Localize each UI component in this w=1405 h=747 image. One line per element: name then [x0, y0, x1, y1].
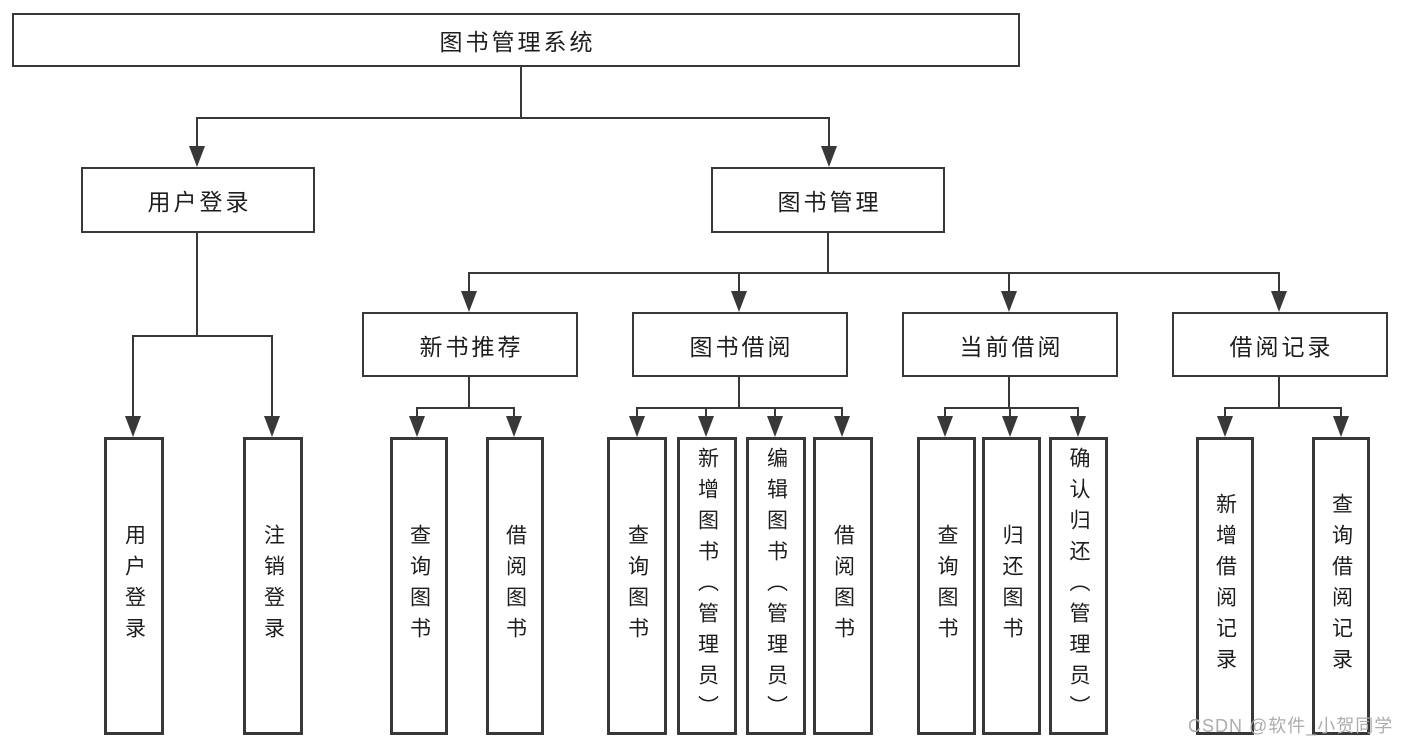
leaf-borrow-query-books: 查询图书 — [607, 437, 667, 735]
leaf-logout-label: 注销登录 — [261, 524, 285, 648]
leaf-borrow-borrow-books-label: 借阅图书 — [831, 524, 855, 648]
leaf-records-add-borrow-record-label: 新增借阅记录 — [1213, 493, 1237, 679]
leaf-recommend-query-books-label: 查询图书 — [407, 524, 431, 648]
leaf-current-return-books-label: 归还图书 — [1000, 524, 1023, 648]
connector-user-login-trunk — [196, 233, 198, 337]
arrowhead-down-icon — [821, 146, 837, 167]
connector-stem-user-login — [196, 117, 198, 148]
leaf-logout: 注销登录 — [243, 437, 303, 735]
node-current-borrow-label: 当前借阅 — [959, 333, 1064, 360]
connector-stem-book-management — [828, 117, 830, 148]
connector-borrow-trunk — [738, 377, 740, 409]
connector-stem-leaf — [416, 407, 418, 419]
connector-stem-leaf — [271, 335, 273, 417]
arrowhead-down-icon — [189, 146, 205, 167]
connector-current-trunk — [1008, 377, 1010, 409]
leaf-records-add-borrow-record: 新增借阅记录 — [1196, 437, 1254, 735]
connector-level3-hbar — [468, 272, 1280, 274]
leaf-borrow-add-books-admin: 新增图书（管理员） — [677, 437, 737, 735]
leaf-recommend-borrow-books-label: 借阅图书 — [503, 524, 527, 648]
connector-stem-leaf — [944, 407, 946, 419]
leaf-current-query-books: 查询图书 — [917, 437, 976, 735]
arrowhead-down-icon — [698, 416, 714, 437]
node-book-management: 图书管理 — [711, 167, 945, 233]
arrowhead-down-icon — [125, 416, 141, 437]
connector-stem-leaf — [132, 335, 134, 417]
leaf-borrow-edit-books-admin: 编辑图书（管理员） — [746, 437, 806, 735]
connector-stem-leaf — [841, 407, 843, 419]
arrowhead-down-icon — [1271, 291, 1287, 312]
leaf-records-query-borrow-record-label: 查询借阅记录 — [1329, 493, 1353, 679]
arrowhead-down-icon — [461, 291, 477, 312]
node-user-login: 用户登录 — [81, 167, 315, 233]
node-new-book-recommend: 新书推荐 — [362, 312, 578, 377]
arrowhead-down-icon — [1070, 416, 1086, 437]
node-book-borrow-label: 图书借阅 — [689, 333, 794, 360]
connector-stem-section — [468, 272, 470, 294]
node-user-login-label: 用户登录 — [147, 189, 252, 215]
leaf-current-confirm-return-admin-label: 确认归还（管理员） — [1067, 446, 1090, 726]
leaf-current-confirm-return-admin: 确认归还（管理员） — [1049, 437, 1108, 735]
connector-stem-section — [1008, 272, 1010, 294]
node-root: 图书管理系统 — [12, 13, 1020, 67]
leaf-borrow-borrow-books: 借阅图书 — [813, 437, 873, 735]
arrowhead-down-icon — [1002, 416, 1018, 437]
connector-stem-leaf — [1077, 407, 1079, 419]
leaf-user-login-label: 用户登录 — [122, 524, 146, 648]
connector-current-hbar — [944, 407, 1079, 409]
arrowhead-down-icon — [1001, 291, 1017, 312]
node-book-management-label: 图书管理 — [777, 189, 882, 215]
leaf-current-query-books-label: 查询图书 — [935, 524, 958, 648]
arrowhead-down-icon — [767, 416, 783, 437]
arrowhead-down-icon — [629, 416, 645, 437]
connector-records-hbar — [1224, 407, 1342, 409]
leaf-borrow-add-books-admin-label: 新增图书（管理员） — [695, 446, 719, 726]
connector-recommend-hbar — [416, 407, 515, 409]
connector-borrow-hbar — [636, 407, 843, 409]
arrowhead-down-icon — [834, 416, 850, 437]
node-root-label: 图书管理系统 — [439, 29, 596, 55]
leaf-records-query-borrow-record: 查询借阅记录 — [1312, 437, 1370, 735]
node-borrow-records: 借阅记录 — [1172, 312, 1388, 377]
connector-level1-hbar — [196, 117, 830, 119]
arrowhead-down-icon — [1333, 416, 1349, 437]
leaf-borrow-edit-books-admin-label: 编辑图书（管理员） — [764, 446, 788, 726]
node-new-book-recommend-label: 新书推荐 — [419, 333, 524, 360]
connector-user-login-hbar — [132, 335, 273, 337]
leaf-recommend-borrow-books: 借阅图书 — [486, 437, 544, 735]
connector-stem-leaf — [1224, 407, 1226, 419]
connector-stem-leaf — [636, 407, 638, 419]
leaf-borrow-query-books-label: 查询图书 — [625, 524, 649, 648]
connector-root-trunk — [520, 67, 522, 119]
connector-book-management-trunk — [827, 233, 829, 274]
connector-stem-section — [738, 272, 740, 294]
arrowhead-down-icon — [937, 416, 953, 437]
watermark: CSDN @软件_小贺同学 — [1188, 716, 1394, 736]
connector-stem-leaf — [513, 407, 515, 419]
node-borrow-records-label: 借阅记录 — [1229, 333, 1334, 360]
arrowhead-down-icon — [409, 416, 425, 437]
arrowhead-down-icon — [264, 416, 280, 437]
leaf-current-return-books: 归还图书 — [982, 437, 1041, 735]
connector-stem-leaf — [774, 407, 776, 419]
arrowhead-down-icon — [506, 416, 522, 437]
connector-stem-leaf — [705, 407, 707, 419]
connector-recommend-trunk — [468, 377, 470, 409]
node-current-borrow: 当前借阅 — [902, 312, 1118, 377]
connector-records-trunk — [1278, 377, 1280, 409]
node-book-borrow: 图书借阅 — [632, 312, 848, 377]
arrowhead-down-icon — [731, 291, 747, 312]
connector-stem-leaf — [1340, 407, 1342, 419]
connector-stem-leaf — [1009, 407, 1011, 419]
arrowhead-down-icon — [1217, 416, 1233, 437]
leaf-recommend-query-books: 查询图书 — [390, 437, 448, 735]
connector-stem-section — [1278, 272, 1280, 294]
leaf-user-login: 用户登录 — [104, 437, 164, 735]
